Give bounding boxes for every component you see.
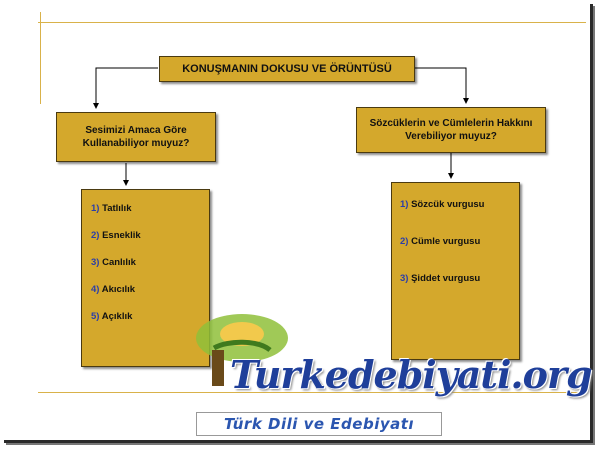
right-list-box [391,182,520,360]
list-item: 3) Canlılık [91,257,136,268]
bottom-divider [38,392,586,393]
left-question-text: Sesimizi Amaca Göre Kullanabiliyor muyuz… [82,125,190,149]
arrow-title-to-right [415,67,469,104]
list-item: 4) Akıcılık [91,284,136,295]
right-question-text: Sözcüklerin ve Cümlelerin Hakkını Verebi… [369,118,533,142]
title-box: KONUŞMANIN DOKUSU VE ÖRÜNTÜSÜ [159,56,415,82]
left-divider [40,12,41,104]
top-divider [38,22,586,23]
arrow-title-to-left [93,67,158,109]
logo-wordmark: Turkedebiyati.org [230,352,593,397]
right-list: 1) Sözcük vurgusu 2) Cümle vurgusu 3) Şi… [400,199,484,300]
list-item: 3) Şiddet vurgusu [400,273,481,284]
left-list: 1) Tatlılık 2) Esneklik 3) Canlılık 4) A… [91,203,141,338]
title-text: KONUŞMANIN DOKUSU VE ÖRÜNTÜSÜ [182,63,392,75]
slide: KONUŞMANIN DOKUSU VE ÖRÜNTÜSÜ Sesimizi A… [4,4,593,443]
list-item: 2) Cümle vurgusu [400,236,481,247]
logo-tagline: Türk Dili ve Edebiyatı [196,412,442,436]
list-item: 2) Esneklik [91,230,141,241]
left-question-box: Sesimizi Amaca Göre Kullanabiliyor muyuz… [56,112,216,162]
right-question-box: Sözcüklerin ve Cümlelerin Hakkını Verebi… [356,107,546,153]
list-item: 1) Tatlılık [91,203,132,214]
list-item: 5) Açıklık [91,311,133,322]
left-list-box [81,189,210,367]
connector-arrows [93,67,469,186]
list-item: 1) Sözcük vurgusu [400,199,485,210]
tree-logo-icon [196,314,288,386]
